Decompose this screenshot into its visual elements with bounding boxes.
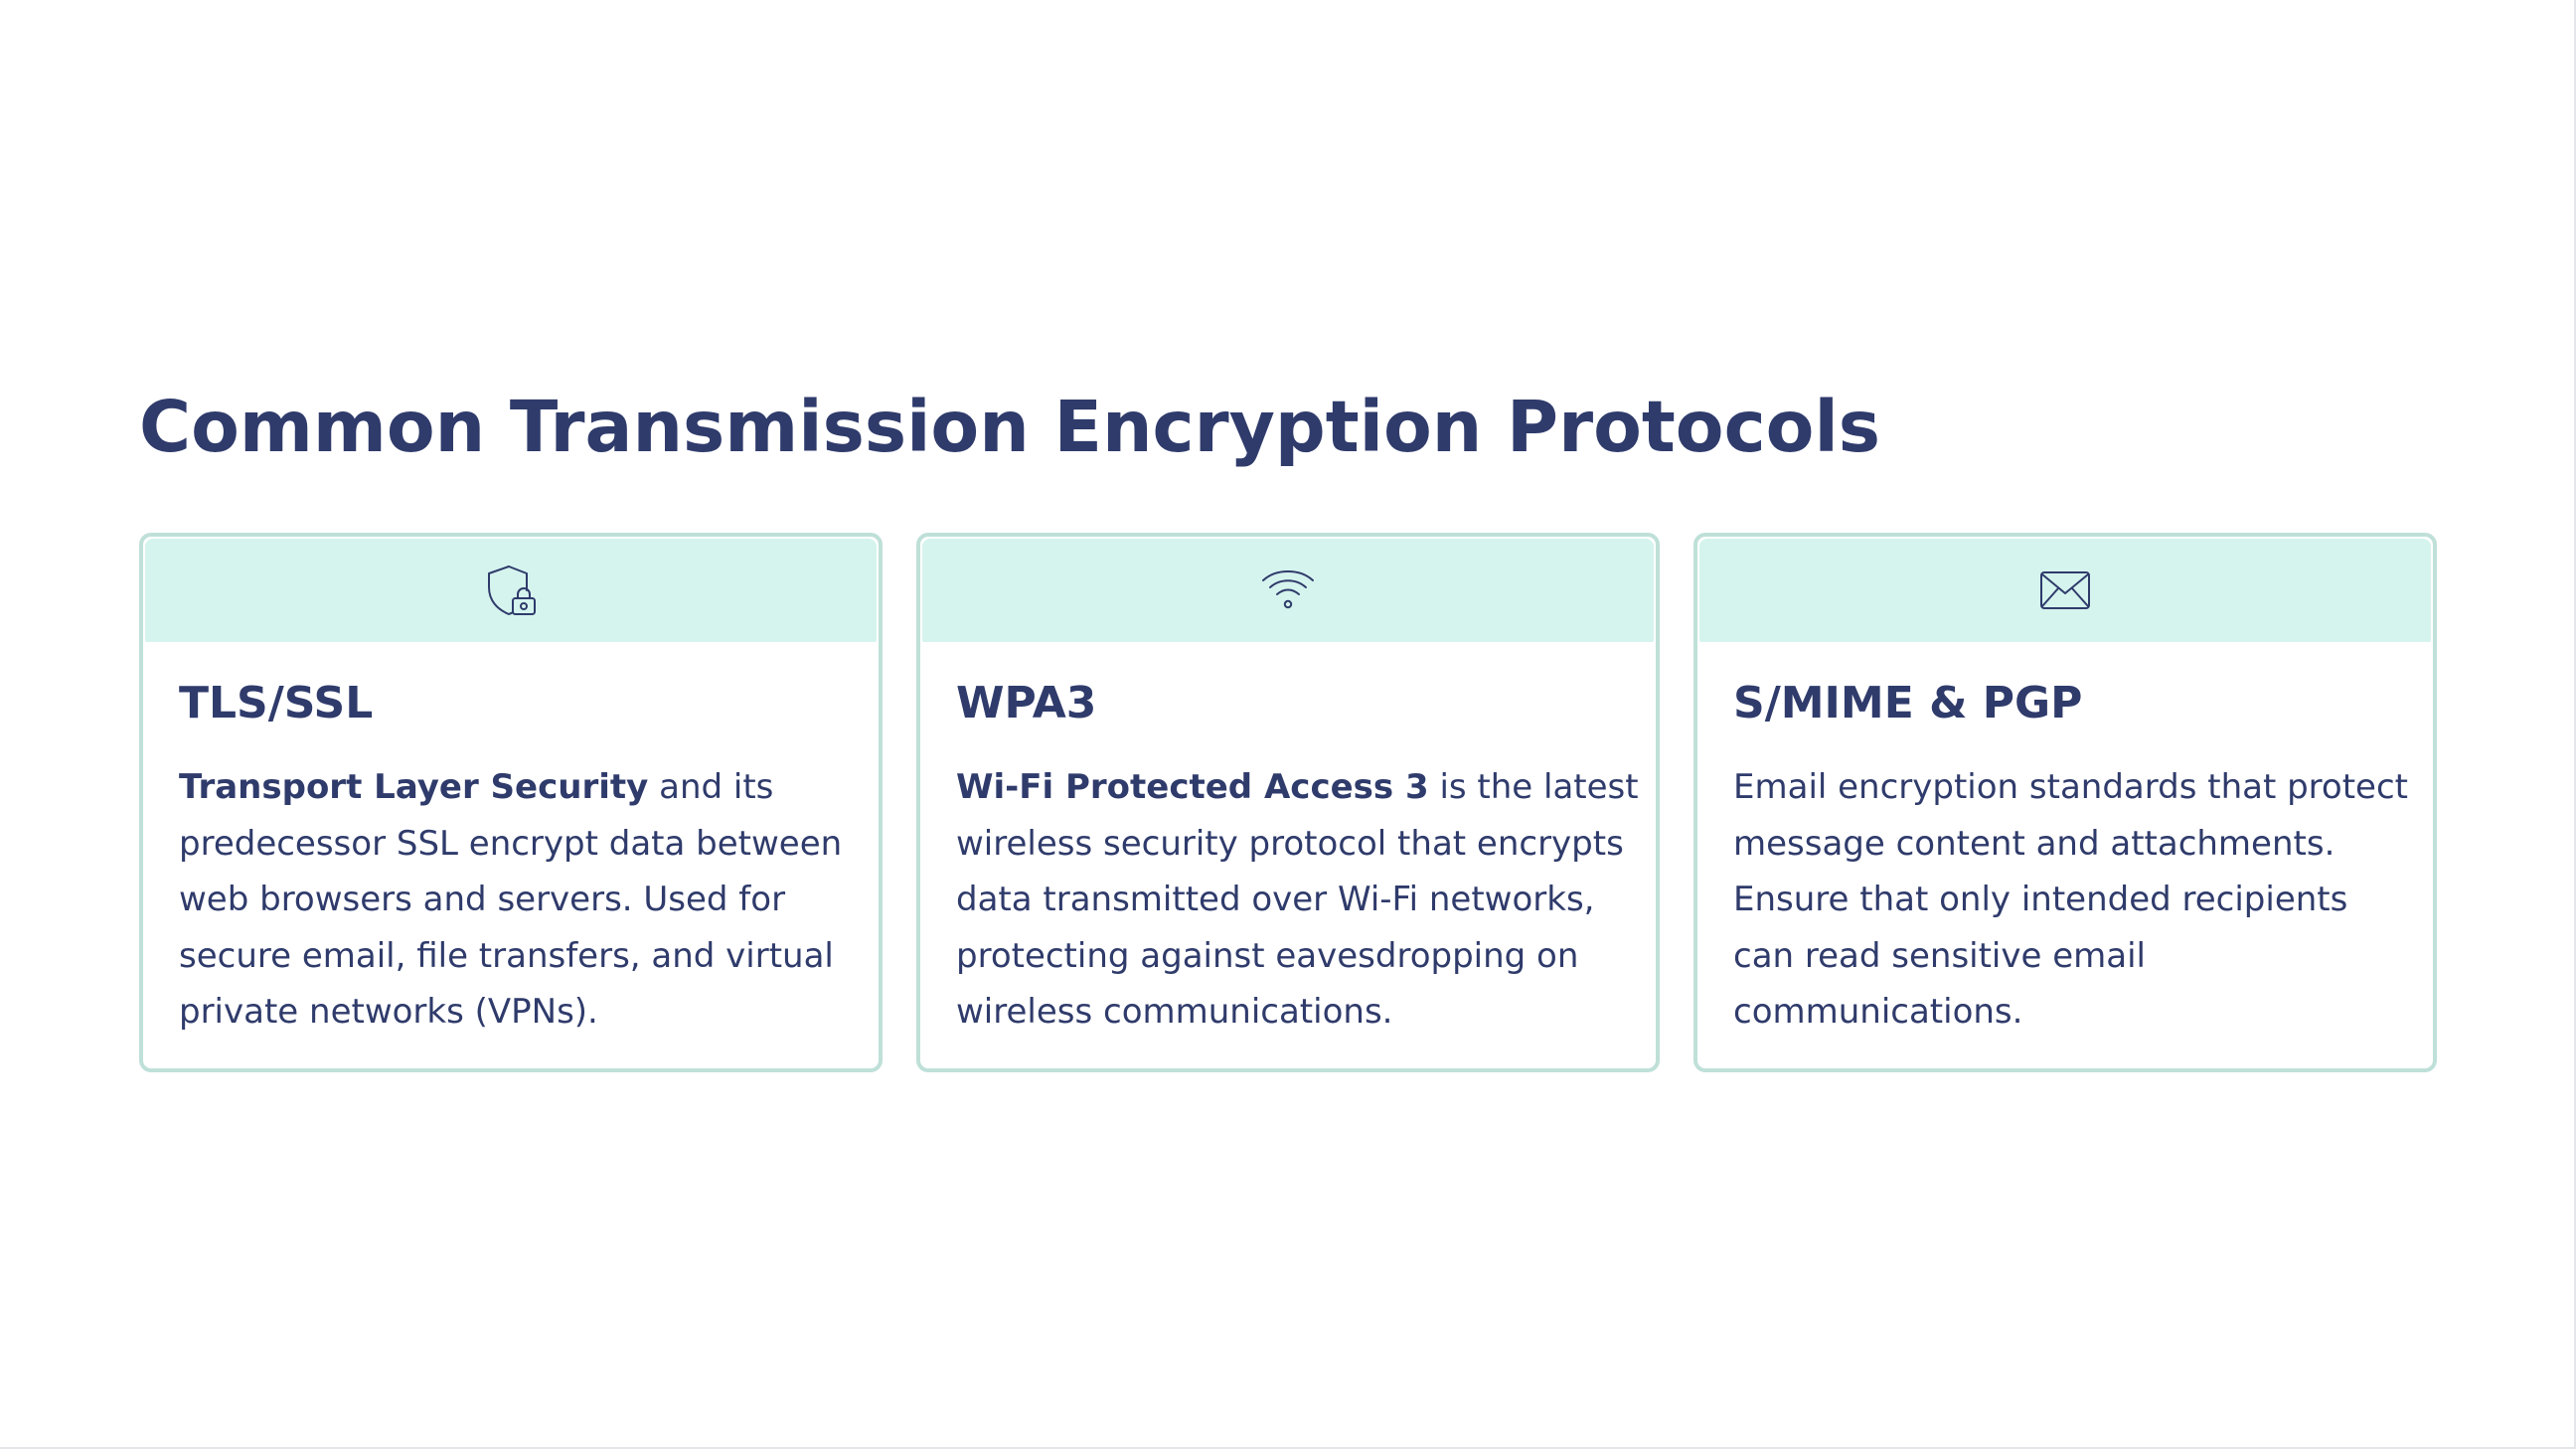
card-header xyxy=(145,539,877,642)
wifi-icon xyxy=(1262,570,1314,609)
envelope-icon xyxy=(2040,571,2090,609)
card-header xyxy=(922,539,1654,642)
card-title: S/MIME & PGP xyxy=(1733,678,2083,728)
right-edge-rule xyxy=(2574,0,2576,1449)
card-description: Email encryption standards that protect … xyxy=(1733,759,2419,1041)
card-description: Wi-Fi Protected Access 3 is the latest w… xyxy=(956,759,1642,1041)
shield-lock-icon xyxy=(488,565,536,615)
card-description-text: is the latest wireless security protocol… xyxy=(956,767,1639,1032)
card-description-text: and its predecessor SSL encrypt data bet… xyxy=(179,767,843,1032)
card-wpa3: WPA3 Wi-Fi Protected Access 3 is the lat… xyxy=(916,533,1660,1072)
card-title: TLS/SSL xyxy=(179,678,374,728)
card-description-bold: Wi-Fi Protected Access 3 xyxy=(956,767,1429,807)
card-header xyxy=(1699,539,2431,642)
page-title: Common Transmission Encryption Protocols xyxy=(139,386,1881,468)
card-smime-pgp: S/MIME & PGP Email encryption standards … xyxy=(1693,533,2437,1072)
card-description-bold: Transport Layer Security xyxy=(179,767,649,807)
card-tls-ssl: TLS/SSL Transport Layer Security and its… xyxy=(139,533,883,1072)
card-description: Transport Layer Security and its predece… xyxy=(179,759,865,1041)
card-description-text: Email encryption standards that protect … xyxy=(1733,767,2408,1032)
protocol-cards: TLS/SSL Transport Layer Security and its… xyxy=(139,533,2437,1072)
bottom-edge-rule xyxy=(0,1447,2576,1449)
card-title: WPA3 xyxy=(956,678,1097,728)
